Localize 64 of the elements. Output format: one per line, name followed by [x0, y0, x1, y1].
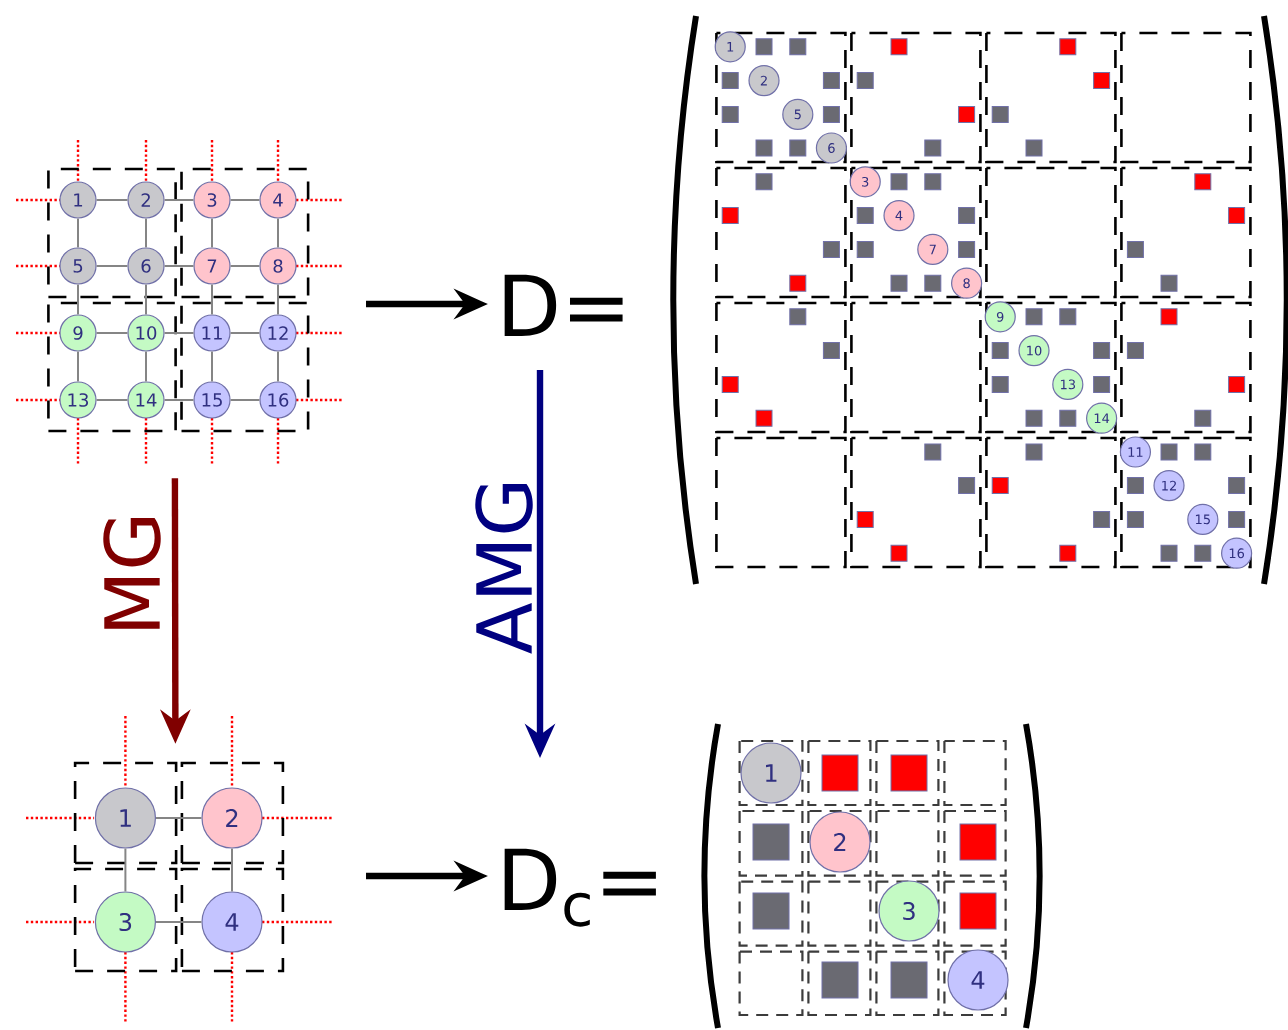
- grid-node: 2: [127, 181, 165, 219]
- grid-line: [95, 199, 129, 201]
- grid-node: 8: [259, 247, 297, 285]
- matrix-symbol: D=: [504, 274, 623, 336]
- grid-line: [211, 350, 213, 383]
- grid-node: 12: [259, 314, 297, 352]
- grid-node: 3: [94, 891, 156, 953]
- grid-node: 4: [259, 181, 297, 219]
- grid-node: 1: [94, 787, 156, 849]
- grid-node: 13: [59, 381, 97, 419]
- aggregate-box: [73, 867, 178, 973]
- aggregate-box: [180, 167, 310, 299]
- grid-line: [231, 847, 233, 893]
- grid-node: 15: [193, 381, 231, 419]
- grid-line: [77, 283, 79, 316]
- grid-line: [163, 265, 195, 267]
- grid-line: [163, 399, 195, 401]
- grid-line: [277, 283, 279, 316]
- grid-line: [95, 332, 129, 334]
- aggregate-box: [180, 761, 285, 865]
- grid-line: [95, 265, 129, 267]
- grid-node: 7: [193, 247, 231, 285]
- grid-node: 3: [878, 880, 940, 942]
- grid-node: 9: [59, 314, 97, 352]
- grid-line: [163, 199, 195, 201]
- grid-line: [145, 217, 147, 249]
- grid-line: [155, 921, 203, 923]
- grid-node: 11: [193, 314, 231, 352]
- grid-node: 4: [201, 891, 263, 953]
- grid-line: [277, 217, 279, 249]
- edge-label: MG: [101, 509, 163, 639]
- grid-line: [229, 332, 261, 334]
- grid-line: [211, 217, 213, 249]
- grid-line: [95, 399, 129, 401]
- grid-node: 3: [193, 181, 231, 219]
- grid-node: 2: [809, 811, 871, 873]
- aggregate-box: [47, 301, 177, 433]
- grid-line: [229, 199, 261, 201]
- grid-node: 5: [59, 247, 97, 285]
- grid-node: 10: [127, 314, 165, 352]
- grid-line: [77, 350, 79, 383]
- aggregate-box: [47, 167, 177, 299]
- grid-line: [163, 332, 195, 334]
- grid-line: [145, 350, 147, 383]
- grid-line: [211, 283, 213, 316]
- grid-node: 1: [740, 742, 802, 804]
- edge-label: AMG: [473, 475, 535, 657]
- grid-node: 4: [947, 949, 1009, 1011]
- aggregate-box: [73, 761, 178, 865]
- grid-line: [229, 399, 261, 401]
- grid-node: 14: [127, 381, 165, 419]
- aggregate-box: [180, 301, 310, 433]
- grid-line: [155, 817, 203, 819]
- grid-line: [145, 283, 147, 316]
- grid-line: [229, 265, 261, 267]
- grid-line: [124, 847, 127, 893]
- grid-node: 2: [201, 787, 263, 849]
- aggregate-box: [180, 867, 285, 973]
- grid-node: 16: [259, 381, 297, 419]
- grid-node: 1: [59, 181, 97, 219]
- grid-line: [277, 350, 279, 383]
- matrix-symbol: D$_{c}$=: [504, 848, 656, 927]
- grid-line: [77, 217, 79, 249]
- grid-node: 6: [127, 247, 165, 285]
